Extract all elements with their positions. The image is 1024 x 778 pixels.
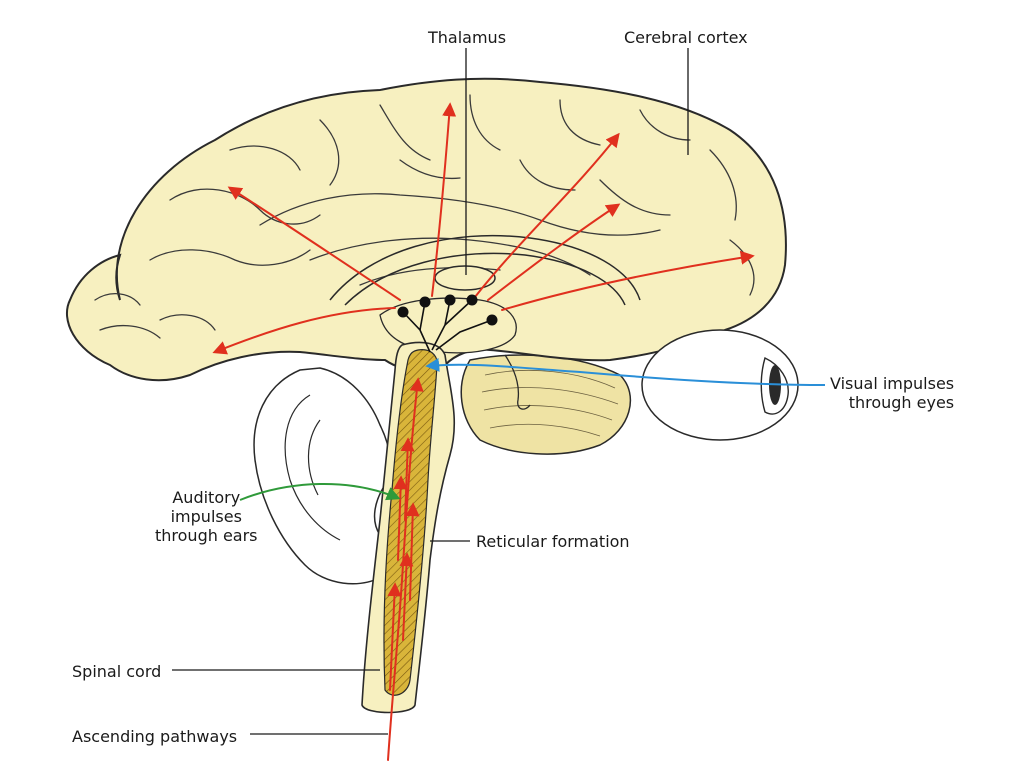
brain-folds (94, 94, 755, 339)
visual-pathway-arrow (425, 357, 826, 386)
auditory-label-line-3: through ears (155, 526, 258, 545)
spinal-cord-label: Spinal cord (72, 662, 162, 681)
cortical-projection-arrows (212, 102, 755, 355)
ear-inner (284, 394, 341, 541)
auditory-label-line-2: impulses (170, 507, 242, 526)
corpus-callosum (329, 234, 641, 306)
thalamic-branches (402, 299, 493, 353)
label-leader-lines (172, 48, 689, 735)
pituitary (504, 354, 531, 410)
cerebral-cortex-label: Cerebral cortex (624, 28, 748, 47)
auditory-impulses-label: Auditory impulses through ears (155, 488, 258, 545)
thalamus-label: Thalamus (428, 28, 507, 47)
arrow-to-frontal-left (227, 186, 401, 301)
cerebrum-shape (65, 77, 787, 382)
reticular-formation-shape (383, 349, 438, 696)
ascending-pathway-arrows (387, 377, 424, 761)
auditory-pathway-arrow (239, 482, 401, 501)
visual-impulses-label: Visual impulses through eyes (830, 374, 954, 412)
arrow-to-temporal (212, 307, 396, 355)
auditory-label-line-1: Auditory (172, 488, 241, 507)
ear-shape (253, 367, 392, 585)
visual-label-line-1: Visual impulses (830, 374, 955, 393)
cerebellum-folds (481, 369, 619, 437)
arrow-to-parietal (487, 203, 621, 301)
arrow-to-top-left (431, 102, 457, 297)
reticular-formation-label: Reticular formation (476, 532, 630, 551)
eye-icon (641, 329, 799, 441)
visual-label-line-2: through eyes (848, 393, 955, 412)
arrow-to-occipital (501, 250, 755, 311)
arrow-to-top-right (474, 132, 620, 298)
ascending-pathways-label: Ascending pathways (72, 727, 238, 746)
